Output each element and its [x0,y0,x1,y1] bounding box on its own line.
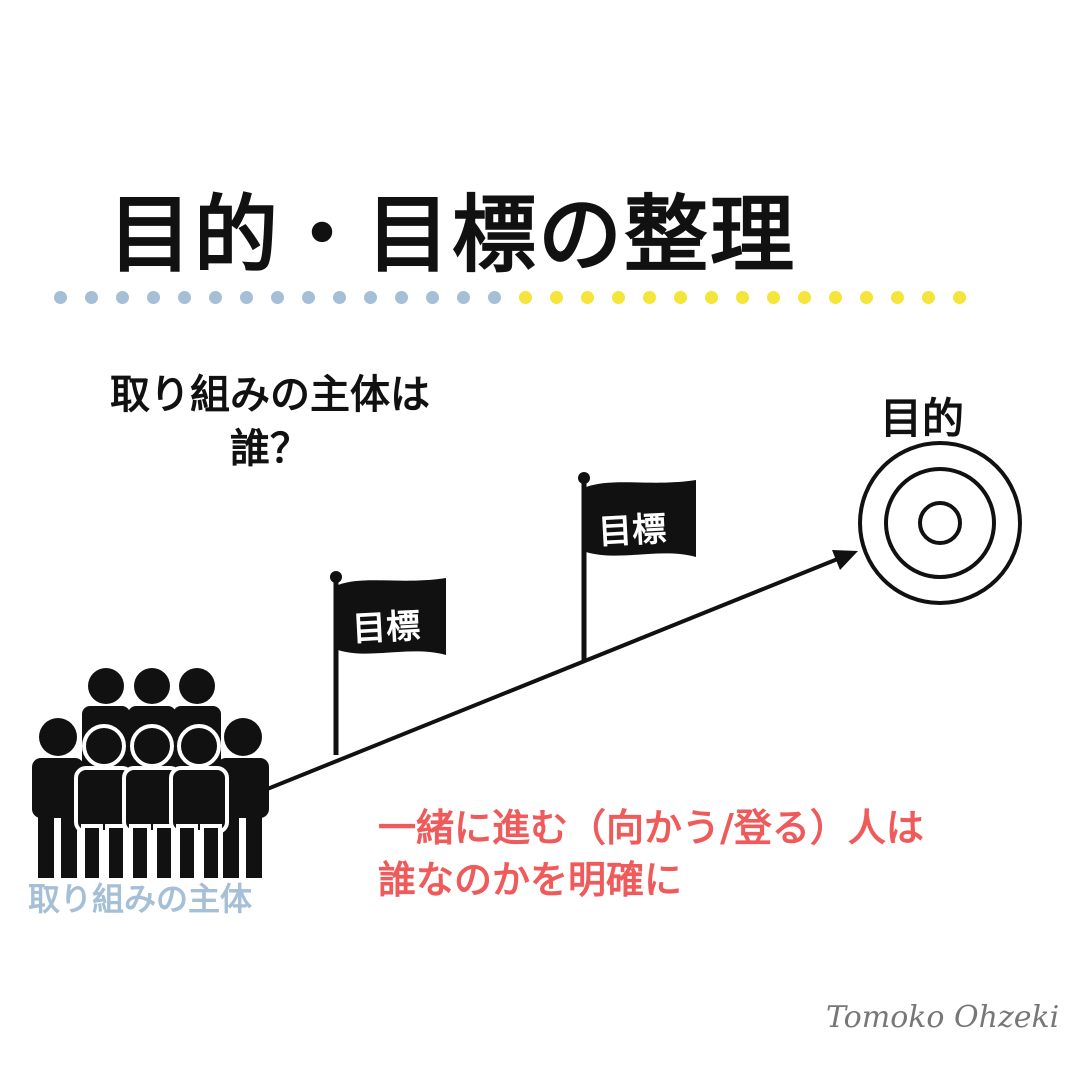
message-line-1: 一緒に進む（向かう/登る）人は [378,806,924,850]
divider-dot [767,291,780,304]
divider-dot [829,291,842,304]
divider-dot [333,291,346,304]
divider-dot [240,291,253,304]
divider-dot [953,291,966,304]
flag-icon [578,472,696,660]
flag-label-2: 目標 [597,509,668,553]
divider-dot [922,291,935,304]
dotted-divider [54,291,974,307]
divider-dot [891,291,904,304]
divider-dot [488,291,501,304]
target-icon [858,441,1022,605]
people-group-icon [32,668,269,882]
divider-dot [860,291,873,304]
person-icon [122,724,182,882]
divider-dot [54,291,67,304]
question-line-1: 取り組みの主体は [110,372,430,418]
divider-dot [674,291,687,304]
divider-dot [581,291,594,304]
divider-dot [426,291,439,304]
divider-dot [457,291,470,304]
divider-dot [116,291,129,304]
divider-dot [736,291,749,304]
message-text: 一緒に進む（向かう/登る）人は 誰なのかを明確に [378,802,924,906]
divider-dot [519,291,532,304]
divider-dot [705,291,718,304]
divider-dot [85,291,98,304]
flag-label-1: 目標 [351,606,422,650]
divider-dot [302,291,315,304]
divider-dot [209,291,222,304]
target-label: 目的 [880,394,965,443]
flag-icon [330,571,446,755]
question-text: 取り組みの主体は 誰？ [60,368,480,476]
question-line-2: 誰？ [230,426,310,472]
divider-dot [550,291,563,304]
divider-dot [178,291,191,304]
divider-dot [798,291,811,304]
divider-dot [147,291,160,304]
person-icon [74,724,134,882]
divider-dot [271,291,284,304]
signature: Tomoko Ohzeki [826,1000,1060,1035]
divider-dot [395,291,408,304]
divider-dot [643,291,656,304]
subject-label: 取り組みの主体 [28,880,253,918]
message-line-2: 誰なのかを明確に [378,858,683,902]
person-icon [169,724,229,882]
arrow-icon [239,550,858,802]
divider-dot [364,291,377,304]
page-title: 目的・目標の整理 [108,186,797,284]
person-icon [32,718,84,878]
divider-dot [612,291,625,304]
